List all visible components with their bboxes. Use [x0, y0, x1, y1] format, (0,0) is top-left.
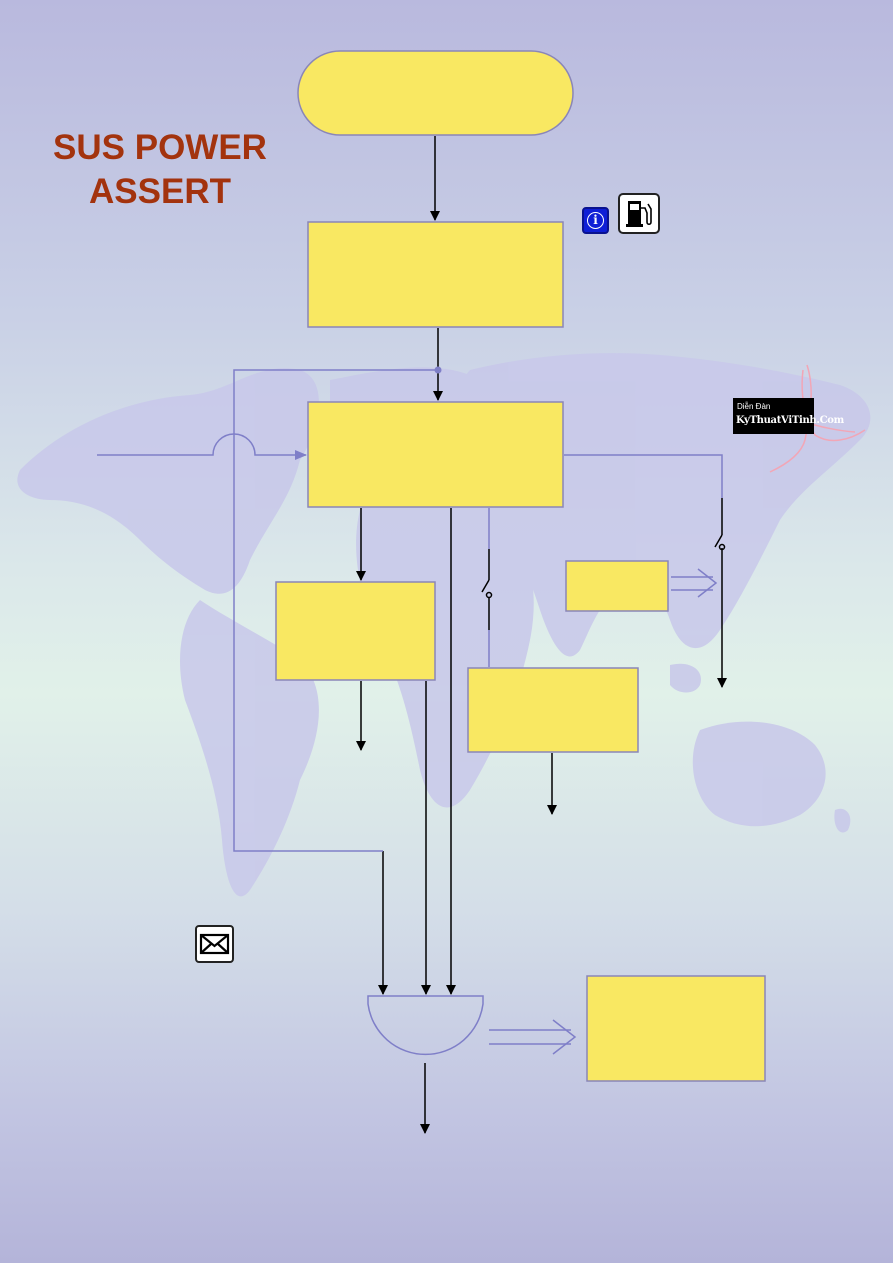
envelope-glyph	[199, 933, 230, 955]
double-arrow-gate-to-output	[489, 1019, 577, 1055]
info-icon[interactable]: i	[582, 207, 609, 234]
process-box-2	[307, 401, 564, 508]
process-box-1	[307, 221, 564, 328]
fuel-pump-icon[interactable]	[618, 193, 660, 234]
process-box-left	[275, 581, 436, 681]
process-box-middle	[467, 667, 639, 753]
and-gate	[367, 995, 484, 1056]
switch-right	[714, 498, 726, 551]
feedback-loop-line	[233, 369, 438, 852]
fuel-pump-glyph	[626, 201, 652, 227]
diagram-title: SUS POWER ASSERT	[30, 126, 290, 214]
info-glyph: i	[587, 212, 604, 229]
forum-logo: Diễn Đàn KyThuatViTinh.Com	[733, 398, 844, 434]
double-arrow-small-box	[671, 568, 718, 598]
switch-middle	[481, 549, 493, 630]
mail-envelope-icon[interactable]	[195, 925, 234, 963]
output-box	[586, 975, 766, 1082]
junction-dot	[434, 366, 442, 374]
start-terminator	[297, 50, 574, 136]
process-box-small	[565, 560, 669, 612]
title-line-2: ASSERT	[89, 172, 231, 211]
title-line-1: SUS POWER	[53, 128, 267, 167]
logo-line-1: Diễn Đàn	[737, 402, 771, 411]
logo-line-2: KyThuatViTinh.Com	[736, 415, 844, 426]
input-line-with-crossover	[97, 433, 307, 460]
box2-right-line	[564, 454, 723, 498]
